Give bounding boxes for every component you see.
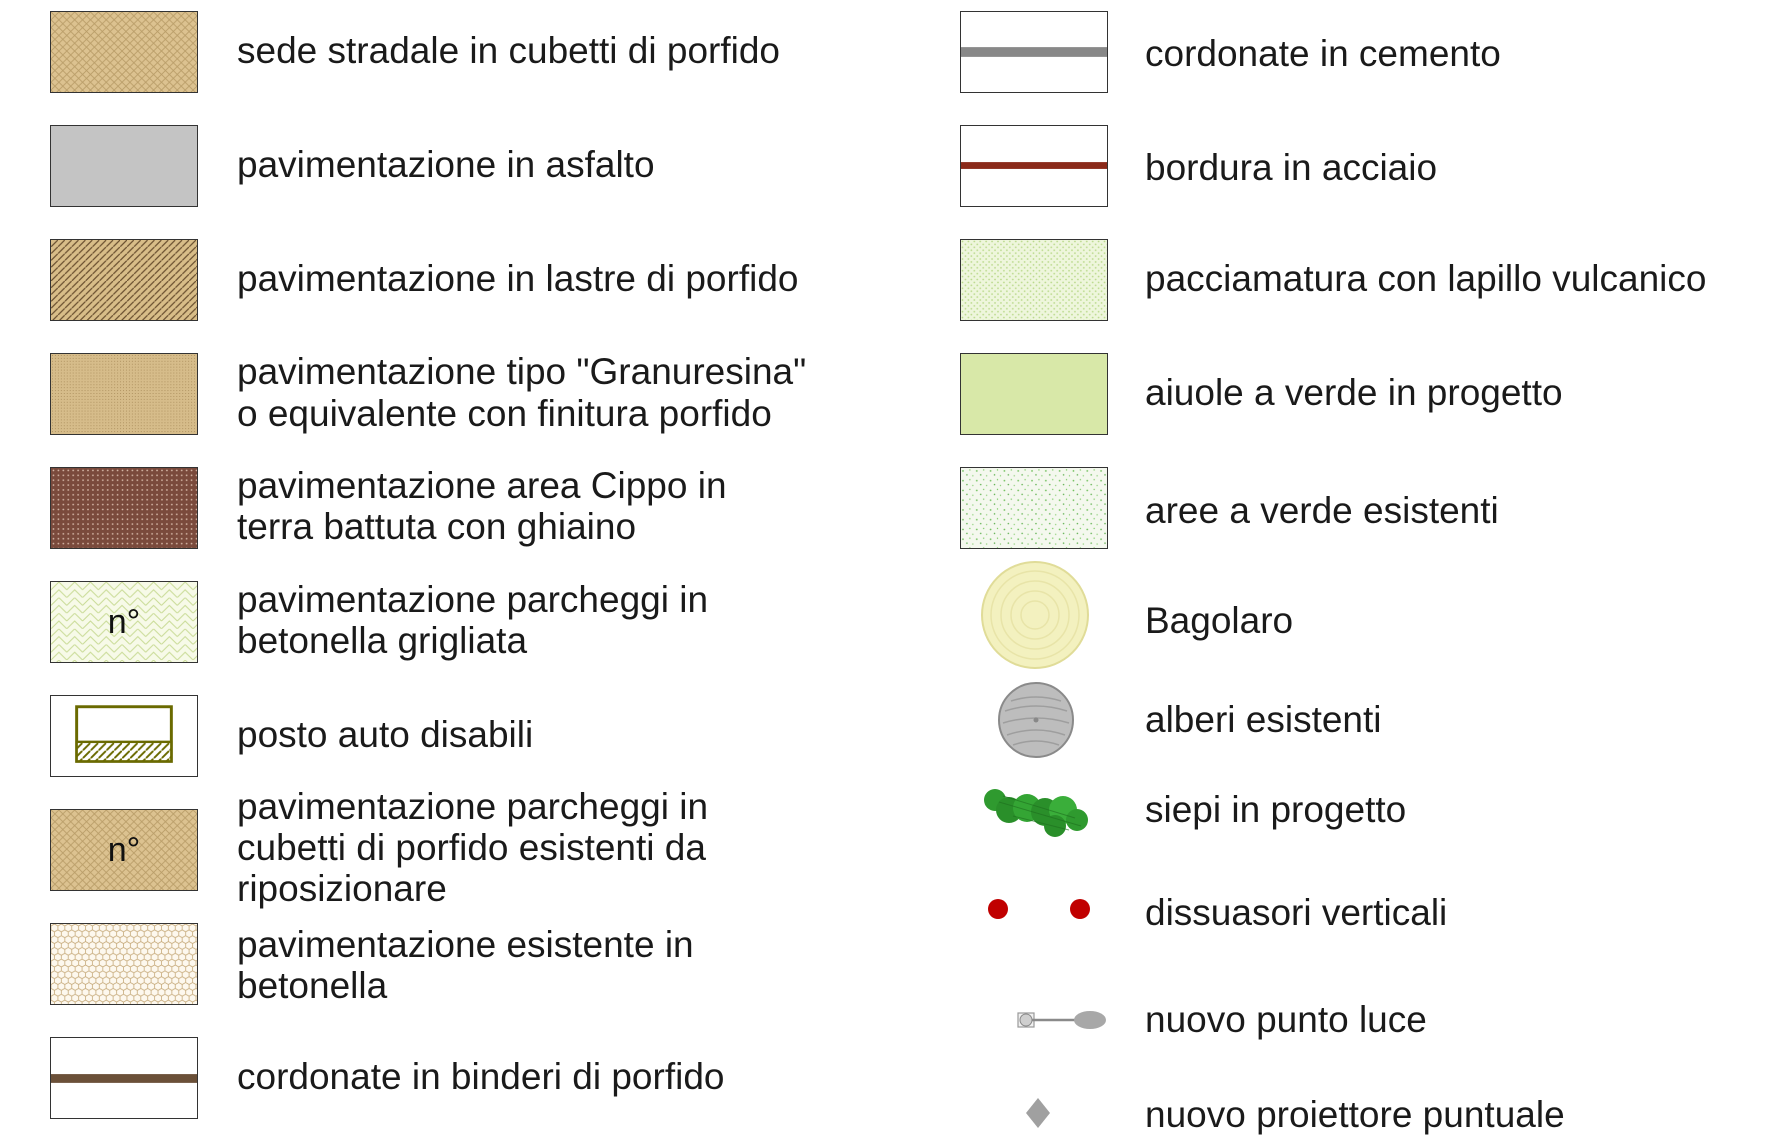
swatch-binderi-porfido: [50, 1037, 198, 1119]
label-granuresina-2: o equivalente con finitura porfido: [237, 393, 772, 434]
label-proiettore: nuovo proiettore puntuale: [1145, 1094, 1565, 1135]
bagolaro-tree-symbol: [980, 560, 1090, 670]
label-lapillo: pacciamatura con lapillo vulcanico: [1145, 258, 1707, 299]
label-granuresina-1: pavimentazione tipo "Granuresina": [237, 351, 807, 392]
label-area-cippo-2: terra battuta con ghiaino: [237, 506, 637, 547]
swatch-bordura-acciaio: [960, 125, 1108, 207]
label-verde-esistente: aree a verde esistenti: [1145, 490, 1499, 531]
label-parcheggi-porfido-1: pavimentazione parcheggi in: [237, 786, 709, 827]
label-betonella-esistente-1: pavimentazione esistente in: [237, 924, 694, 965]
label-alberi-esistenti: alberi esistenti: [1145, 699, 1382, 740]
hedge-symbol: [983, 786, 1089, 842]
swatch-asfalto: [50, 125, 198, 207]
label-aiuole-progetto: aiuole a verde in progetto: [1145, 372, 1563, 413]
label-parcheggi-betonella-2: betonella grigliata: [237, 620, 528, 661]
swatch-cordonate-cemento: [960, 11, 1108, 93]
bollard-symbol-1: [987, 898, 1009, 920]
label-bagolaro: Bagolaro: [1145, 600, 1294, 641]
swatch-porfido-cubetti: [50, 11, 198, 93]
swatch-posto-disabili: [50, 695, 198, 777]
label-punto-luce: nuovo punto luce: [1145, 999, 1427, 1040]
parking-number-mark: n°: [107, 830, 141, 869]
bollard-symbol-2: [1069, 898, 1091, 920]
label-area-cippo-1: pavimentazione area Cippo in: [237, 465, 727, 506]
swatch-lastre-porfido: [50, 239, 198, 321]
label-lastre-porfido: pavimentazione in lastre di porfido: [237, 258, 799, 299]
parking-number-mark: n°: [107, 602, 141, 641]
label-porfido-cubetti: sede stradale in cubetti di porfido: [237, 30, 781, 71]
spotlight-symbol: [1023, 1096, 1053, 1130]
swatch-lapillo: [960, 239, 1108, 321]
label-asfalto: pavimentazione in asfalto: [237, 144, 655, 185]
swatch-parcheggi-betonella: n°: [50, 581, 198, 663]
label-betonella-esistente-2: betonella: [237, 965, 388, 1006]
label-parcheggi-porfido-2: cubetti di porfido esistenti da: [237, 827, 706, 868]
label-parcheggi-betonella-1: pavimentazione parcheggi in: [237, 579, 709, 620]
swatch-parcheggi-porfido: n°: [50, 809, 198, 891]
swatch-granuresina: [50, 353, 198, 435]
label-posto-disabili: posto auto disabili: [237, 714, 534, 755]
swatch-betonella-esistente: [50, 923, 198, 1005]
label-bordura-acciaio: bordura in acciaio: [1145, 147, 1438, 188]
label-siepi: siepi in progetto: [1145, 789, 1407, 830]
swatch-verde-esistente: [960, 467, 1108, 549]
label-parcheggi-porfido-3: riposizionare: [237, 868, 447, 909]
label-dissuasori: dissuasori verticali: [1145, 892, 1448, 933]
swatch-aiuole-progetto: [960, 353, 1108, 435]
existing-tree-symbol: [997, 681, 1075, 759]
light-point-symbol: [1016, 1007, 1108, 1033]
swatch-area-cippo: [50, 467, 198, 549]
label-cordonate-cemento: cordonate in cemento: [1145, 33, 1501, 74]
label-binderi-porfido: cordonate in binderi di porfido: [237, 1056, 725, 1097]
